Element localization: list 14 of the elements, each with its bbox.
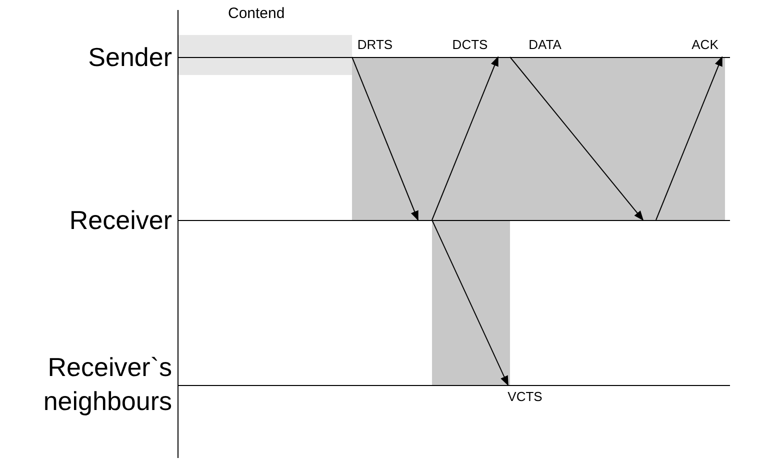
lifeline-label: Sender (88, 41, 172, 74)
phase-label: Contend (228, 5, 285, 22)
message-label: VCTS (508, 389, 542, 404)
message-arrow (432, 220, 508, 386)
message-arrow (656, 56, 722, 220)
lifeline-label: Receiver (69, 204, 172, 237)
message-arrow (352, 56, 418, 221)
message-label: ACK (692, 37, 718, 52)
lifeline-label: Receiver`s neighbours (42, 351, 172, 418)
message-label: DRTS (357, 37, 393, 52)
message-label: DATA (528, 37, 562, 52)
message-arrow (432, 56, 498, 220)
message-arrow (510, 56, 644, 221)
message-label: DCTS (452, 37, 488, 52)
